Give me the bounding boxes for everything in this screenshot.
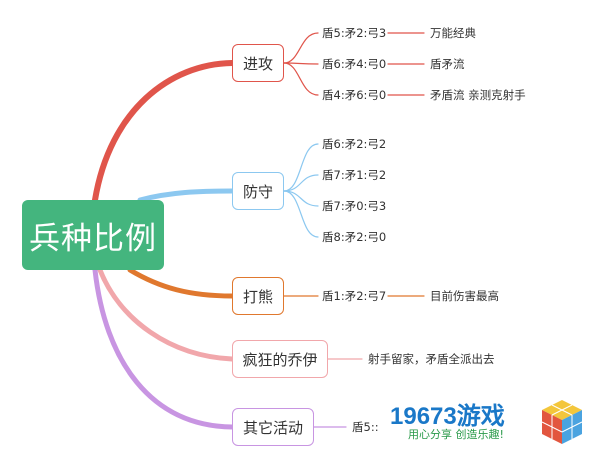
connector-defense-leaf-1: [283, 143, 319, 192]
connector-joy: [97, 267, 235, 362]
branch-bear: 打熊: [232, 277, 284, 315]
branch-joy: 疯狂的乔伊: [232, 340, 328, 378]
connector-attack: [92, 60, 235, 203]
cube-logo-icon: [541, 400, 583, 444]
branch-defense-label: 防守: [242, 182, 273, 201]
leaf-attack-ratio-3: 盾4:矛6:弓0: [322, 88, 387, 102]
branch-other: 其它活动: [232, 408, 314, 446]
connector-attack-leaf-3: [283, 62, 319, 96]
leaf-defense-ratio-1: 盾6:矛2:弓2: [322, 137, 387, 151]
connector-bear: [127, 267, 235, 299]
leaf-defense-ratio-4: 盾8:矛2:弓0: [322, 230, 387, 244]
connector-defense-leaf-4: [283, 190, 319, 238]
leaf-defense-ratio-2: 盾7:矛1:弓2: [322, 168, 387, 182]
watermark-title: 19673游戏: [390, 403, 505, 430]
watermark-subtitle: 用心分享 创造乐趣!: [408, 428, 504, 441]
root-node: 兵种比例: [22, 200, 164, 270]
leaf-attack-note-1: 万能经典: [430, 26, 476, 40]
leaf-bear-note: 目前伤害最高: [430, 289, 499, 303]
branch-bear-label: 打熊: [242, 287, 273, 306]
branch-joy-label: 疯狂的乔伊: [242, 350, 318, 369]
root-label: 兵种比例: [29, 220, 157, 257]
branch-defense: 防守: [232, 172, 284, 210]
leaf-other-ratio: 盾5::: [352, 420, 379, 434]
leaf-attack-note-2: 盾矛流: [430, 57, 465, 71]
leaf-attack-ratio-2: 盾6:矛4:弓0: [322, 57, 387, 71]
branch-attack-label: 进攻: [242, 54, 273, 73]
connector-defense-leaf-3: [283, 190, 319, 207]
branch-attack: 进攻: [232, 44, 284, 82]
leaf-defense-ratio-3: 盾7:矛0:弓3: [322, 199, 387, 213]
leaf-attack-note-3: 矛盾流 亲测克射手: [430, 88, 526, 102]
branch-other-label: 其它活动: [242, 418, 303, 437]
leaf-joy-note: 射手留家，矛盾全派出去: [368, 352, 495, 366]
connector-attack-leaf-1: [283, 32, 319, 64]
leaf-bear-ratio: 盾1:矛2:弓7: [322, 289, 387, 303]
connector-defense-leaf-2: [283, 174, 319, 192]
connector-other: [92, 267, 235, 430]
leaf-attack-ratio-1: 盾5:矛2:弓3: [322, 26, 387, 40]
connector-defense: [137, 188, 235, 203]
watermark-logo: 19673游戏 用心分享 创造乐趣!: [390, 396, 590, 448]
